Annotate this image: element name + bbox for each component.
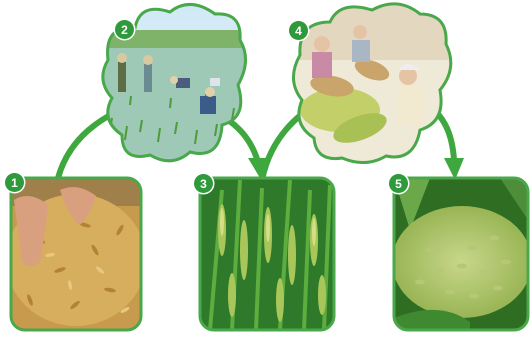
step-1-badge: 1	[5, 173, 24, 192]
arrow-3-to-4	[262, 114, 302, 180]
step-4-badge: 4	[289, 21, 308, 40]
step-1-image	[6, 178, 146, 330]
arrow-2-to-3	[228, 120, 258, 162]
arrow-4-to-5	[436, 112, 454, 160]
arrow-1-to-2	[58, 112, 116, 178]
step-2-badge: 2	[115, 20, 134, 39]
step-3-image	[200, 178, 334, 330]
step-5-image	[392, 178, 530, 330]
step-5-badge: 5	[389, 174, 408, 193]
step-3-badge: 3	[194, 174, 213, 193]
